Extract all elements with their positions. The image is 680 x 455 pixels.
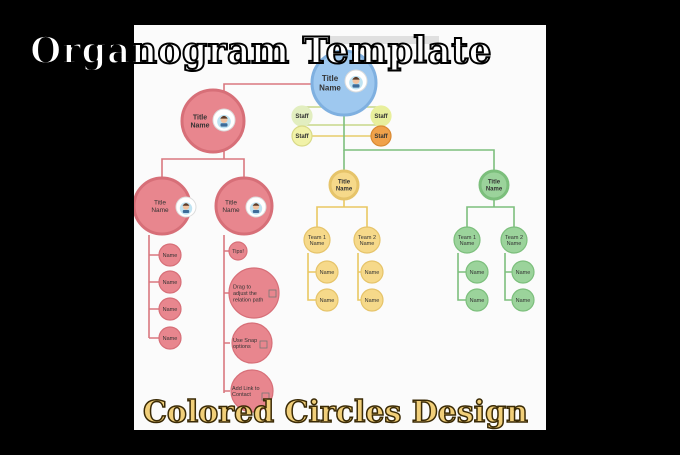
node-staff-bottom-left: [291, 125, 313, 147]
overlay-subtitle: Colored Circles Design: [142, 394, 528, 431]
node-yellow-name-2: [315, 288, 339, 312]
node-yellow-name-2-label: Name: [320, 298, 335, 304]
node-yellow-name-3: [360, 260, 384, 284]
connector-green-names: [457, 253, 514, 301]
node-red-name-4: [158, 326, 182, 350]
connector-red-tips: [223, 235, 230, 393]
node-yellow-team-1: [303, 226, 331, 254]
node-yellow-title: [328, 169, 360, 201]
node-yellow-name-1: [315, 260, 339, 284]
node-red-title-avatar-hair: [220, 115, 228, 119]
node-green-name-3-label: Name: [516, 270, 531, 276]
node-yellow-name-4: [360, 288, 384, 312]
node-tip-snap-link-icon: [259, 340, 268, 349]
node-red-right-title-avatar-shirt: [252, 210, 260, 213]
node-red-name-3-label: Name: [163, 307, 178, 313]
connector-top-to-green: [343, 95, 495, 173]
node-top-title-avatar-shirt: [352, 84, 360, 88]
connector-red-names: [148, 235, 160, 339]
node-staff-bottom-right: [370, 125, 392, 147]
node-green-name-2-label: Name: [470, 298, 485, 304]
connector-yellow-names: [307, 253, 367, 301]
node-yellow-name-4-label: Name: [365, 298, 380, 304]
node-staff-top-left-label: Staff: [295, 114, 309, 120]
node-top-title: [310, 49, 378, 117]
node-green-name-3: [511, 260, 535, 284]
node-green-name-1: [465, 260, 489, 284]
node-green-name-4: [511, 288, 535, 312]
node-staff-bottom-right-label: Staff: [374, 134, 388, 140]
node-red-left-title-avatar-shirt: [182, 210, 190, 213]
node-tip-drag-link-icon: [268, 289, 277, 298]
node-staff-top-right-label: Staff: [374, 114, 388, 120]
node-red-title-avatar-shirt: [220, 123, 228, 127]
node-tip-link: [230, 369, 274, 413]
node-red-name-2: [158, 270, 182, 294]
connector-green-teams: [466, 197, 515, 227]
node-red-name-4-label: Name: [163, 336, 178, 342]
node-tip-drag: [228, 267, 280, 319]
node-green-name-4-label: Name: [516, 298, 531, 304]
toolbar-strip: [329, 36, 439, 44]
connector-staff-lower: [301, 125, 382, 137]
node-tips-label: Tips!: [232, 249, 244, 255]
node-red-right-title-avatar-hair: [252, 203, 260, 206]
node-tip-link-link-icon: [261, 392, 270, 401]
node-red-name-2-label: Name: [163, 280, 178, 286]
node-tip-snap: [231, 322, 273, 364]
node-green-name-2: [465, 288, 489, 312]
connector-red-children: [161, 150, 245, 177]
node-yellow-name-1-label: Name: [320, 270, 335, 276]
overlay-title: Organogram Template: [29, 29, 492, 73]
node-green-team-2: [500, 226, 528, 254]
node-staff-bottom-left-label: Staff: [295, 134, 309, 140]
node-yellow-team-2: [353, 226, 381, 254]
node-green-name-1-label: Name: [470, 270, 485, 276]
node-green-title: [478, 169, 510, 201]
node-red-name-3: [158, 297, 182, 321]
node-red-left-title-avatar-hair: [182, 203, 190, 206]
node-red-name-1-label: Name: [163, 253, 178, 259]
node-yellow-name-3-label: Name: [365, 270, 380, 276]
node-top-title-avatar-hair: [352, 76, 360, 80]
node-tips: [228, 241, 248, 261]
node-red-right-title: [214, 176, 274, 236]
node-green-team-1: [453, 226, 481, 254]
connector-yellow-teams: [316, 197, 368, 227]
node-red-name-1: [158, 243, 182, 267]
